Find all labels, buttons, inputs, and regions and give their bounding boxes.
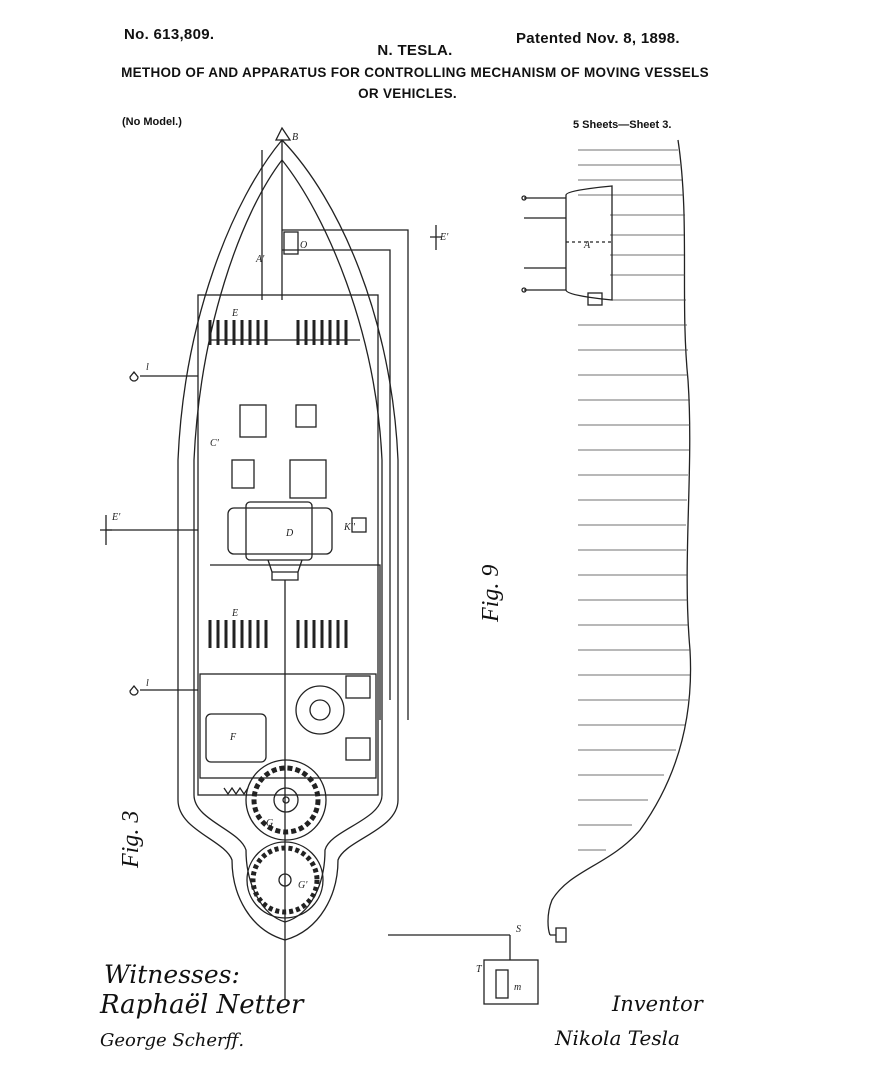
shoreline	[547, 139, 692, 936]
battery-stack-bottom-left	[208, 620, 268, 648]
distributor-wheel	[245, 759, 327, 841]
witness-signature-2: George Scherff.	[100, 1030, 245, 1051]
label-t: T	[476, 964, 483, 975]
motor-f	[205, 713, 267, 763]
witness-signature-1: Raphaël Netter	[100, 990, 304, 1020]
figure-3-label: Fig. 3	[118, 810, 144, 868]
label-d: D	[285, 528, 294, 539]
label-g1: G'	[298, 880, 308, 891]
label-l-lower: l	[146, 678, 149, 689]
bow-rudder	[274, 126, 292, 141]
patent-number: No. 613,809.	[124, 26, 215, 43]
battery-stack-top-left	[208, 320, 268, 345]
label-e-right: E'	[439, 232, 449, 243]
gear-upper	[295, 685, 345, 735]
patent-title-line-1: METHOD OF AND APPARATUS FOR CONTROLLING …	[121, 65, 709, 80]
rudder-gear	[246, 841, 324, 919]
relay-d	[289, 459, 327, 499]
shore-station-box	[483, 959, 539, 1005]
patent-date: Patented Nov. 8, 1898.	[516, 30, 680, 47]
label-l-upper: l	[146, 362, 149, 373]
label-g: G	[266, 818, 273, 829]
patent-title-line-2: OR VEHICLES.	[358, 86, 457, 101]
motor-d	[227, 507, 333, 555]
no-model-note: (No Model.)	[122, 116, 182, 128]
label-k: K''	[343, 522, 356, 533]
switch-k	[351, 517, 367, 533]
machinery-compartment	[197, 294, 379, 796]
water-lines	[578, 149, 690, 851]
relay-c	[295, 404, 317, 428]
inventor-signature: Nikola Tesla	[555, 1026, 680, 1050]
label-e-top: E	[231, 308, 238, 319]
inventor-label: Inventor	[612, 992, 703, 1016]
relay-a	[239, 404, 267, 438]
relay-b	[231, 459, 255, 489]
label-c: C'	[210, 438, 220, 449]
battery-stack-bottom-right	[296, 620, 348, 648]
witnesses-label: Witnesses:	[104, 960, 240, 989]
hull-inner	[193, 158, 383, 923]
vessel-a	[565, 185, 613, 301]
label-o: O	[300, 240, 307, 251]
inventor-name: N. TESLA.	[377, 42, 453, 59]
label-s: S	[516, 924, 521, 935]
label-m: m	[514, 982, 521, 993]
label-e-bottom: E	[231, 608, 238, 619]
label-bow: B	[292, 132, 298, 143]
label-e-left: E'	[111, 512, 121, 523]
label-antenna: A'	[255, 254, 265, 265]
label-vessel-a: A	[583, 240, 591, 251]
figure-9-label: Fig. 9	[478, 564, 504, 622]
sheet-number: 5 Sheets—Sheet 3.	[573, 119, 672, 131]
label-f: F	[229, 732, 237, 743]
spring	[223, 786, 249, 796]
battery-stack-top-right	[296, 320, 348, 345]
o-box	[283, 231, 299, 255]
